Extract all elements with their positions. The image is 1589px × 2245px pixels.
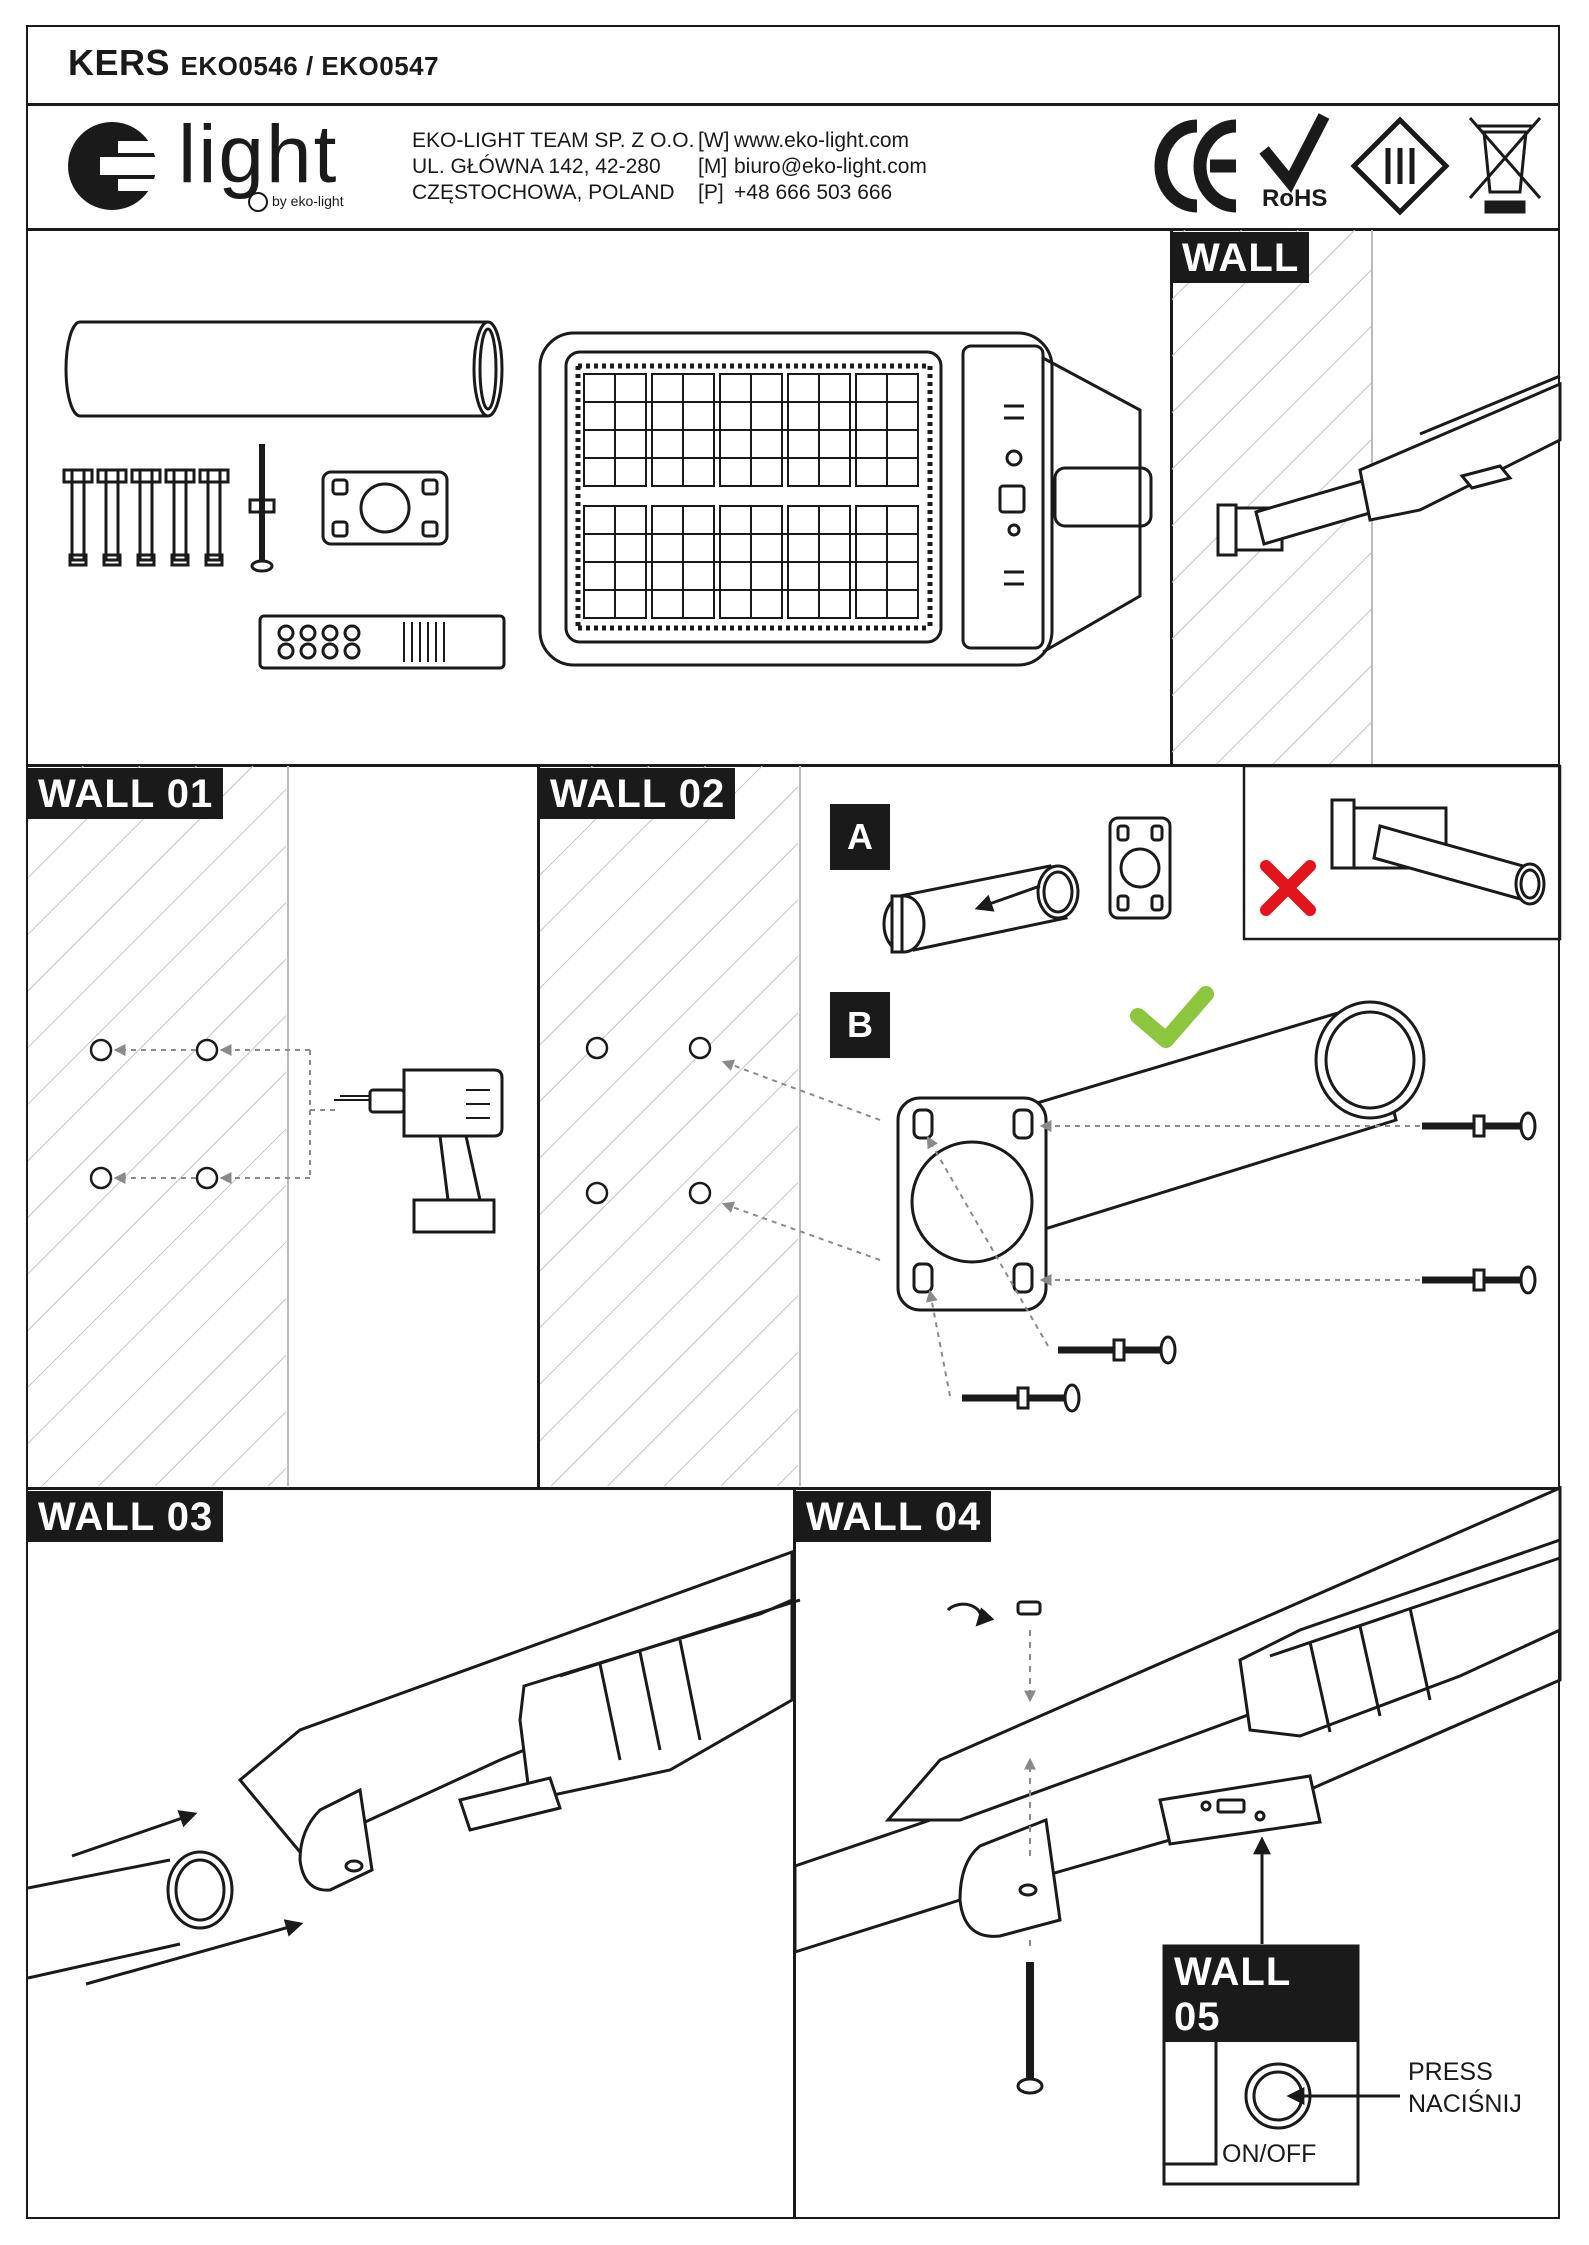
step-label-a: A	[830, 804, 890, 870]
contact-web-key: [W]	[698, 128, 734, 154]
drill-icon	[334, 1070, 502, 1232]
cross-icon	[1266, 866, 1310, 910]
section-label-wall04: WALL 04	[796, 1491, 991, 1542]
logo-wordmark: light	[178, 110, 338, 200]
check-icon	[1138, 994, 1206, 1040]
wall03-illustration	[28, 1552, 800, 1984]
press-label-pl: NACIŚNIJ	[1408, 2088, 1522, 2120]
rohs-check-icon	[1264, 116, 1324, 182]
press-label-en: PRESS	[1408, 2056, 1493, 2088]
contact-mail-key: [M]	[698, 154, 734, 180]
logo-subtitle: by eko-light	[272, 192, 344, 210]
contact-phone-key: [P]	[698, 180, 734, 206]
mounting-plate-icon	[323, 472, 447, 544]
contact-phone: +48 666 503 666	[734, 181, 892, 204]
section-label-wall02: WALL 02	[540, 768, 735, 819]
company-name: EKO-LIGHT TEAM SP. Z O.O.	[412, 128, 694, 154]
company-street: UL. GŁÓWNA 142, 42-280	[412, 154, 694, 180]
ce-mark-icon	[1161, 126, 1236, 206]
wall02-illustration	[540, 766, 880, 1486]
step-a-illustration	[884, 818, 1170, 952]
pole-pipe-icon	[66, 322, 502, 416]
eko-logo-icon	[68, 122, 158, 210]
wrong-mount-illustration	[1332, 800, 1544, 904]
section-label-wall01: WALL 01	[28, 768, 223, 819]
screw-set-icon	[260, 616, 504, 668]
parts-panel	[64, 322, 1151, 668]
step-b-illustration	[898, 1002, 1424, 1310]
company-city: CZĘSTOCHOWA, POLAND	[412, 180, 694, 206]
class-iii-icon	[1354, 120, 1446, 212]
wall-mounted-lamp-illustration	[1172, 230, 1560, 764]
long-bolt-icon	[250, 444, 274, 571]
step-label-b: B	[830, 992, 890, 1058]
weee-bin-icon	[1470, 118, 1540, 212]
contact-web-link[interactable]: www.eko-light.com	[734, 129, 909, 152]
company-contacts: [W]www.eko-light.com [M]biuro@eko-light.…	[698, 128, 927, 206]
rohs-label: RoHS	[1262, 186, 1327, 212]
section-label-wall03: WALL 03	[28, 1491, 223, 1542]
contact-mail-link[interactable]: biuro@eko-light.com	[734, 155, 927, 178]
on-off-label: ON/OFF	[1222, 2138, 1316, 2170]
section-label-wall: WALL	[1172, 232, 1309, 283]
solar-street-lamp-icon	[540, 333, 1151, 665]
section-label-wall05: WALL 05	[1164, 1946, 1358, 2042]
wall01-illustration	[28, 766, 502, 1486]
company-address: EKO-LIGHT TEAM SP. Z O.O. UL. GŁÓWNA 142…	[412, 128, 694, 206]
wall-anchors-icon	[64, 470, 228, 565]
